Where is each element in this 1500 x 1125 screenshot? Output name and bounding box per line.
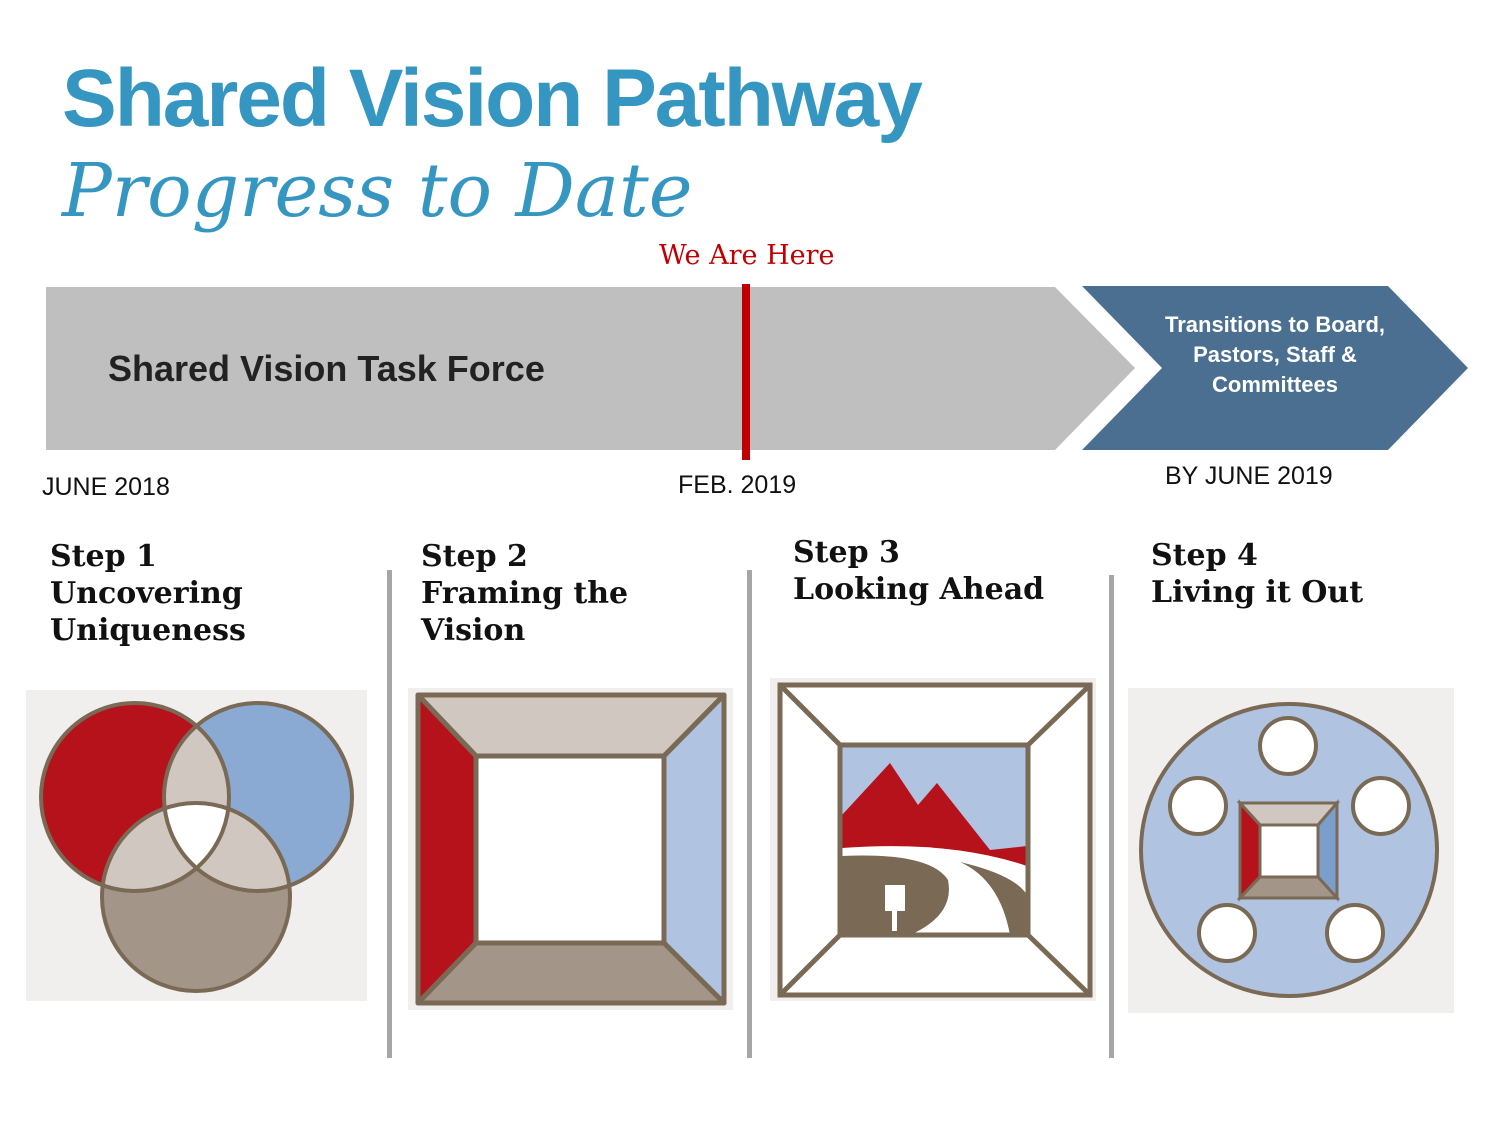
step-name: Uncovering Uniqueness bbox=[50, 576, 246, 648]
current-date: FEB. 2019 bbox=[678, 471, 797, 499]
step-number: Step 3 bbox=[793, 535, 900, 570]
frame-icon bbox=[408, 688, 733, 1010]
end-date: BY JUNE 2019 bbox=[1165, 462, 1333, 490]
step-number: Step 2 bbox=[421, 539, 528, 574]
step-4: Step 4 Living it Out bbox=[1151, 537, 1471, 611]
step-name: Looking Ahead bbox=[793, 572, 1045, 607]
task-force-arrow bbox=[46, 287, 1135, 450]
step-name: Living it Out bbox=[1151, 575, 1364, 610]
we-are-here-label: We Are Here bbox=[659, 240, 835, 271]
step-name: Framing the Vision bbox=[421, 576, 629, 648]
step-1: Step 1 Uncovering Uniqueness bbox=[50, 538, 350, 649]
transition-chevron bbox=[1082, 286, 1468, 450]
landscape-frame-icon bbox=[770, 678, 1096, 1001]
step-number: Step 1 bbox=[50, 539, 157, 574]
step-number: Step 4 bbox=[1151, 538, 1258, 573]
step-divider bbox=[387, 570, 392, 1058]
task-force-label: Shared Vision Task Force bbox=[108, 348, 545, 389]
step-2: Step 2 Framing the Vision bbox=[421, 538, 741, 649]
page-subtitle: Progress to Date bbox=[62, 148, 693, 234]
page-title: Shared Vision Pathway bbox=[62, 53, 923, 144]
start-date: JUNE 2018 bbox=[42, 473, 170, 501]
step-divider bbox=[1109, 575, 1114, 1058]
transition-label: Transitions to Board, Pastors, Staff & C… bbox=[1164, 312, 1386, 397]
step-divider bbox=[747, 570, 752, 1058]
step-3: Step 3 Looking Ahead bbox=[793, 534, 1113, 608]
we-are-here-marker bbox=[742, 284, 750, 460]
table-circle-icon bbox=[1128, 688, 1454, 1013]
venn-diagram-icon bbox=[26, 690, 367, 1001]
